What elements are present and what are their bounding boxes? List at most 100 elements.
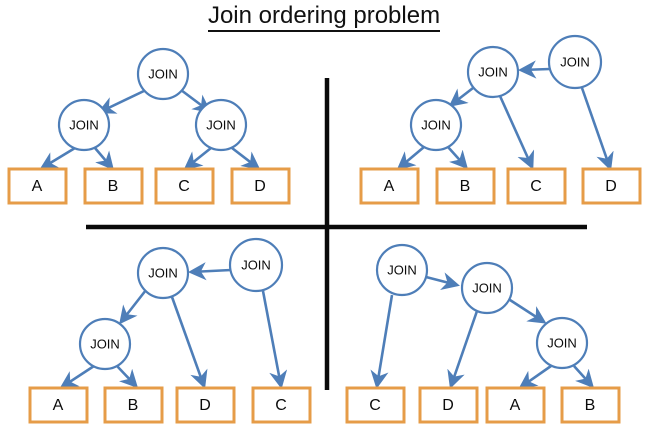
join-node-third-br[interactable]: JOIN: [535, 316, 589, 370]
leaf-label: B: [585, 397, 596, 414]
leaf-box-b-tl[interactable]: B: [83, 167, 144, 205]
join-circle[interactable]: [194, 98, 248, 152]
leaf-rect[interactable]: [435, 167, 496, 205]
leaf-box-b-tr[interactable]: B: [435, 167, 496, 205]
leaf-label: A: [32, 178, 43, 195]
leaf-rect[interactable]: [345, 386, 406, 424]
quadrant-top-left: JOIN JOIN JOIN A B C: [7, 47, 291, 205]
edge-third-join-to-a: [518, 364, 552, 389]
edge-second-join-to-d: [447, 310, 479, 389]
leaf-box-c-br[interactable]: C: [345, 386, 406, 424]
edge-low-join-to-b: [116, 365, 139, 389]
join-circle[interactable]: [547, 34, 603, 90]
join-node-label: JOIN: [560, 54, 590, 69]
leaf-rect[interactable]: [83, 167, 144, 205]
join-node-label: JOIN: [547, 335, 577, 350]
leaf-box-a-bl[interactable]: A: [28, 386, 89, 424]
join-circle[interactable]: [466, 45, 520, 99]
edges-bottom-right: [370, 272, 595, 389]
edge-second-join-to-third-join: [509, 298, 547, 324]
leaf-rect[interactable]: [7, 167, 68, 205]
join-circle[interactable]: [136, 47, 190, 101]
leaf-box-d-tl[interactable]: D: [230, 167, 291, 205]
leaf-box-a-tl[interactable]: A: [7, 167, 68, 205]
leaf-label: A: [384, 178, 395, 195]
edge-low-join-to-b: [447, 146, 469, 170]
leaf-rect[interactable]: [251, 386, 312, 424]
leaf-box-d-tr[interactable]: D: [581, 167, 642, 205]
leaf-rect[interactable]: [506, 167, 567, 205]
join-node-right-tl[interactable]: JOIN: [194, 98, 248, 152]
edge-root-to-left-join: [97, 88, 147, 114]
join-node-label: JOIN: [421, 117, 451, 132]
join-node-label: JOIN: [472, 280, 502, 295]
leaf-label: C: [275, 397, 287, 414]
leaf-rect[interactable]: [485, 386, 546, 424]
leaf-box-c-tr[interactable]: C: [506, 167, 567, 205]
join-circle[interactable]: [228, 237, 284, 293]
edge-mid-join-to-d: [170, 296, 208, 389]
join-node-top-bl[interactable]: JOIN: [228, 237, 284, 293]
join-circle[interactable]: [57, 98, 111, 152]
edges-top-right: [396, 60, 614, 171]
leaf-label: C: [178, 178, 190, 195]
leaf-box-c-bl[interactable]: C: [251, 386, 312, 424]
edge-right-join-to-c: [183, 146, 212, 170]
join-node-root-tl[interactable]: JOIN: [136, 47, 190, 101]
edge-top-join-to-c: [261, 290, 288, 389]
leaf-rect[interactable]: [175, 386, 236, 424]
leaf-box-b-bl[interactable]: B: [103, 386, 164, 424]
join-circle[interactable]: [535, 316, 589, 370]
join-circle[interactable]: [460, 261, 514, 315]
quadrant-top-right: JOIN JOIN JOIN A B C: [359, 34, 642, 205]
join-node-low-tr[interactable]: JOIN: [409, 98, 463, 152]
quadrant-dividers: [86, 78, 587, 390]
edge-right-join-to-d: [231, 146, 261, 170]
leaf-box-a-tr[interactable]: A: [359, 167, 420, 205]
leaf-rect[interactable]: [418, 386, 479, 424]
leaf-box-a-br[interactable]: A: [485, 386, 546, 424]
leaf-rect[interactable]: [230, 167, 291, 205]
join-node-label: JOIN: [148, 265, 178, 280]
join-node-mid-bl[interactable]: JOIN: [136, 246, 190, 300]
join-node-mid-tr[interactable]: JOIN: [466, 45, 520, 99]
edge-first-join-to-c: [370, 294, 394, 389]
leaf-rect[interactable]: [28, 386, 89, 424]
edges-top-left: [39, 88, 261, 171]
join-circle[interactable]: [409, 98, 463, 152]
edge-mid-join-to-low-join: [119, 289, 148, 325]
edge-low-join-to-a: [396, 146, 425, 170]
leaf-box-c-tl[interactable]: C: [154, 167, 215, 205]
edge-third-join-to-b: [573, 365, 595, 389]
edge-low-join-to-a: [59, 364, 95, 389]
quadrant-bottom-right: JOIN JOIN JOIN C D A: [345, 243, 621, 424]
join-node-label: JOIN: [241, 257, 271, 272]
join-node-first-br[interactable]: JOIN: [375, 243, 429, 297]
edge-first-join-to-second-join: [425, 272, 460, 291]
leaf-rect[interactable]: [154, 167, 215, 205]
edge-top-join-to-d: [580, 87, 614, 171]
edge-top-join-to-mid-join: [187, 262, 232, 281]
join-circle[interactable]: [136, 246, 190, 300]
leaf-label: B: [128, 397, 139, 414]
join-node-left-tl[interactable]: JOIN: [57, 98, 111, 152]
leaf-label: B: [460, 178, 471, 195]
leaf-rect[interactable]: [359, 167, 420, 205]
leaf-label: D: [605, 178, 617, 195]
join-node-second-br[interactable]: JOIN: [460, 261, 514, 315]
join-node-low-bl[interactable]: JOIN: [78, 317, 132, 371]
leaf-box-d-br[interactable]: D: [418, 386, 479, 424]
leaf-label: C: [530, 178, 542, 195]
leaf-box-d-bl[interactable]: D: [175, 386, 236, 424]
leaf-rect[interactable]: [103, 386, 164, 424]
join-circle[interactable]: [375, 243, 429, 297]
leaf-rect[interactable]: [581, 167, 642, 205]
leaf-box-b-br[interactable]: B: [560, 386, 621, 424]
leaf-rect[interactable]: [560, 386, 621, 424]
join-node-label: JOIN: [206, 117, 236, 132]
join-circle[interactable]: [78, 317, 132, 371]
join-node-label: JOIN: [387, 262, 417, 277]
join-node-top-tr[interactable]: JOIN: [547, 34, 603, 90]
edge-left-join-to-b: [94, 147, 114, 171]
